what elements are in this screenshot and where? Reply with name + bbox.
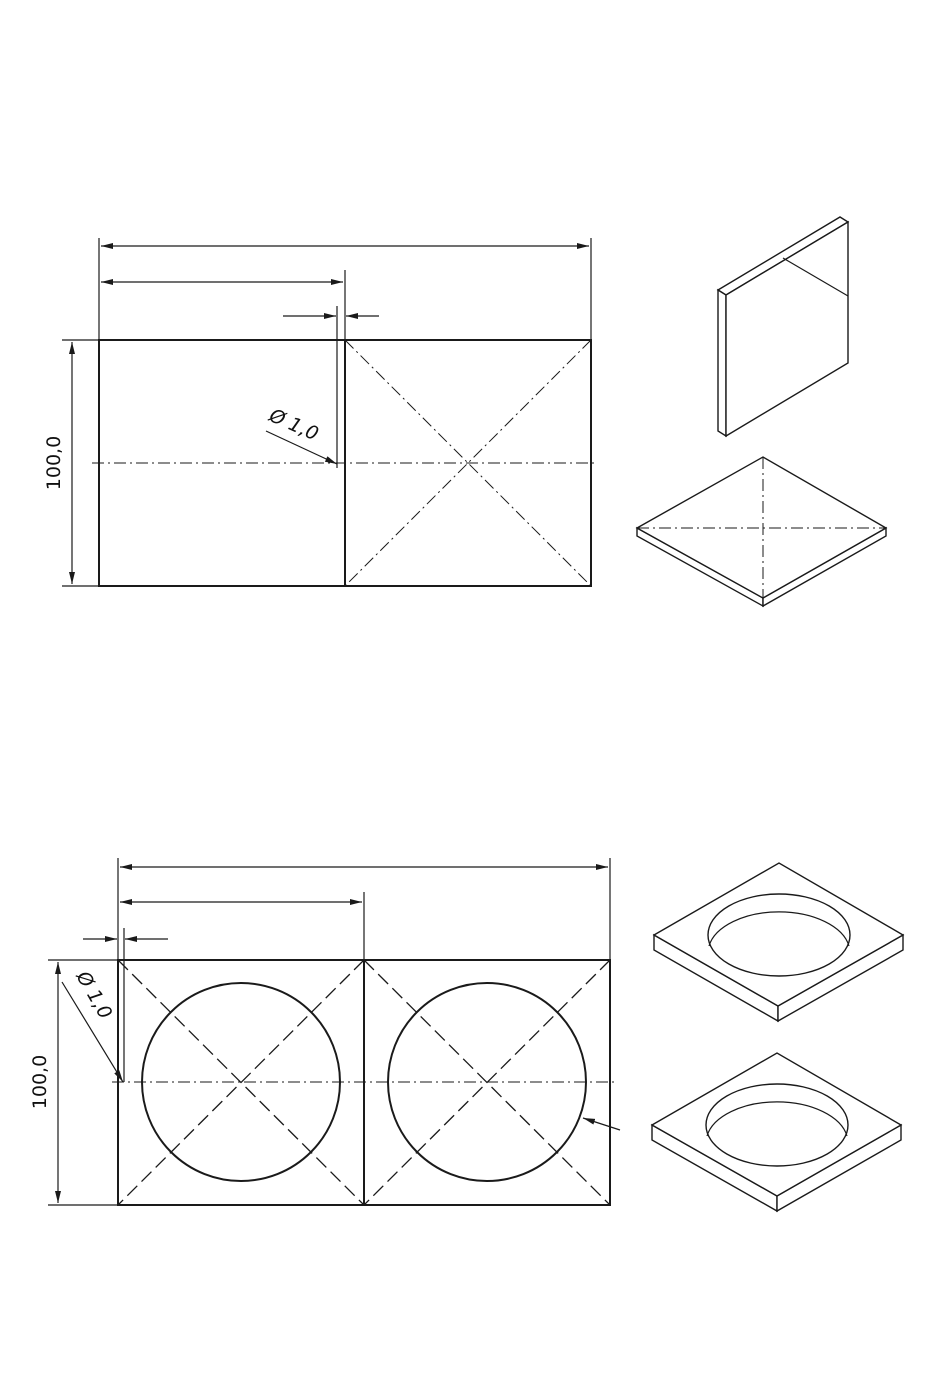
diameter-callout-text: Ø 1,0 <box>265 404 322 445</box>
height-dimension-text: 100,0 <box>29 1055 51 1109</box>
dimensions-1: 100,0 Ø 1,0 <box>43 238 591 586</box>
flat-pattern-view-1 <box>92 340 598 586</box>
panel-side-edge <box>718 290 726 436</box>
drawing-1: 100,0 Ø 1,0 <box>43 217 886 606</box>
diameter-callout-text: Ø 1,0 <box>71 967 116 1023</box>
hole-opening <box>708 894 850 976</box>
hole-opening <box>706 1084 848 1166</box>
isometric-flat-plate <box>637 457 886 606</box>
isometric-plate-with-hole-lower <box>652 1053 901 1211</box>
isometric-plate-with-hole-upper <box>654 863 903 1021</box>
drawing-2: 100,0 Ø 1,0 <box>29 858 903 1211</box>
plate-top-face <box>637 457 886 598</box>
flat-pattern-view-2 <box>112 960 616 1205</box>
isometric-vertical-panel <box>718 217 848 436</box>
height-dimension-text: 100,0 <box>43 436 65 490</box>
hole-leader <box>583 1118 620 1130</box>
